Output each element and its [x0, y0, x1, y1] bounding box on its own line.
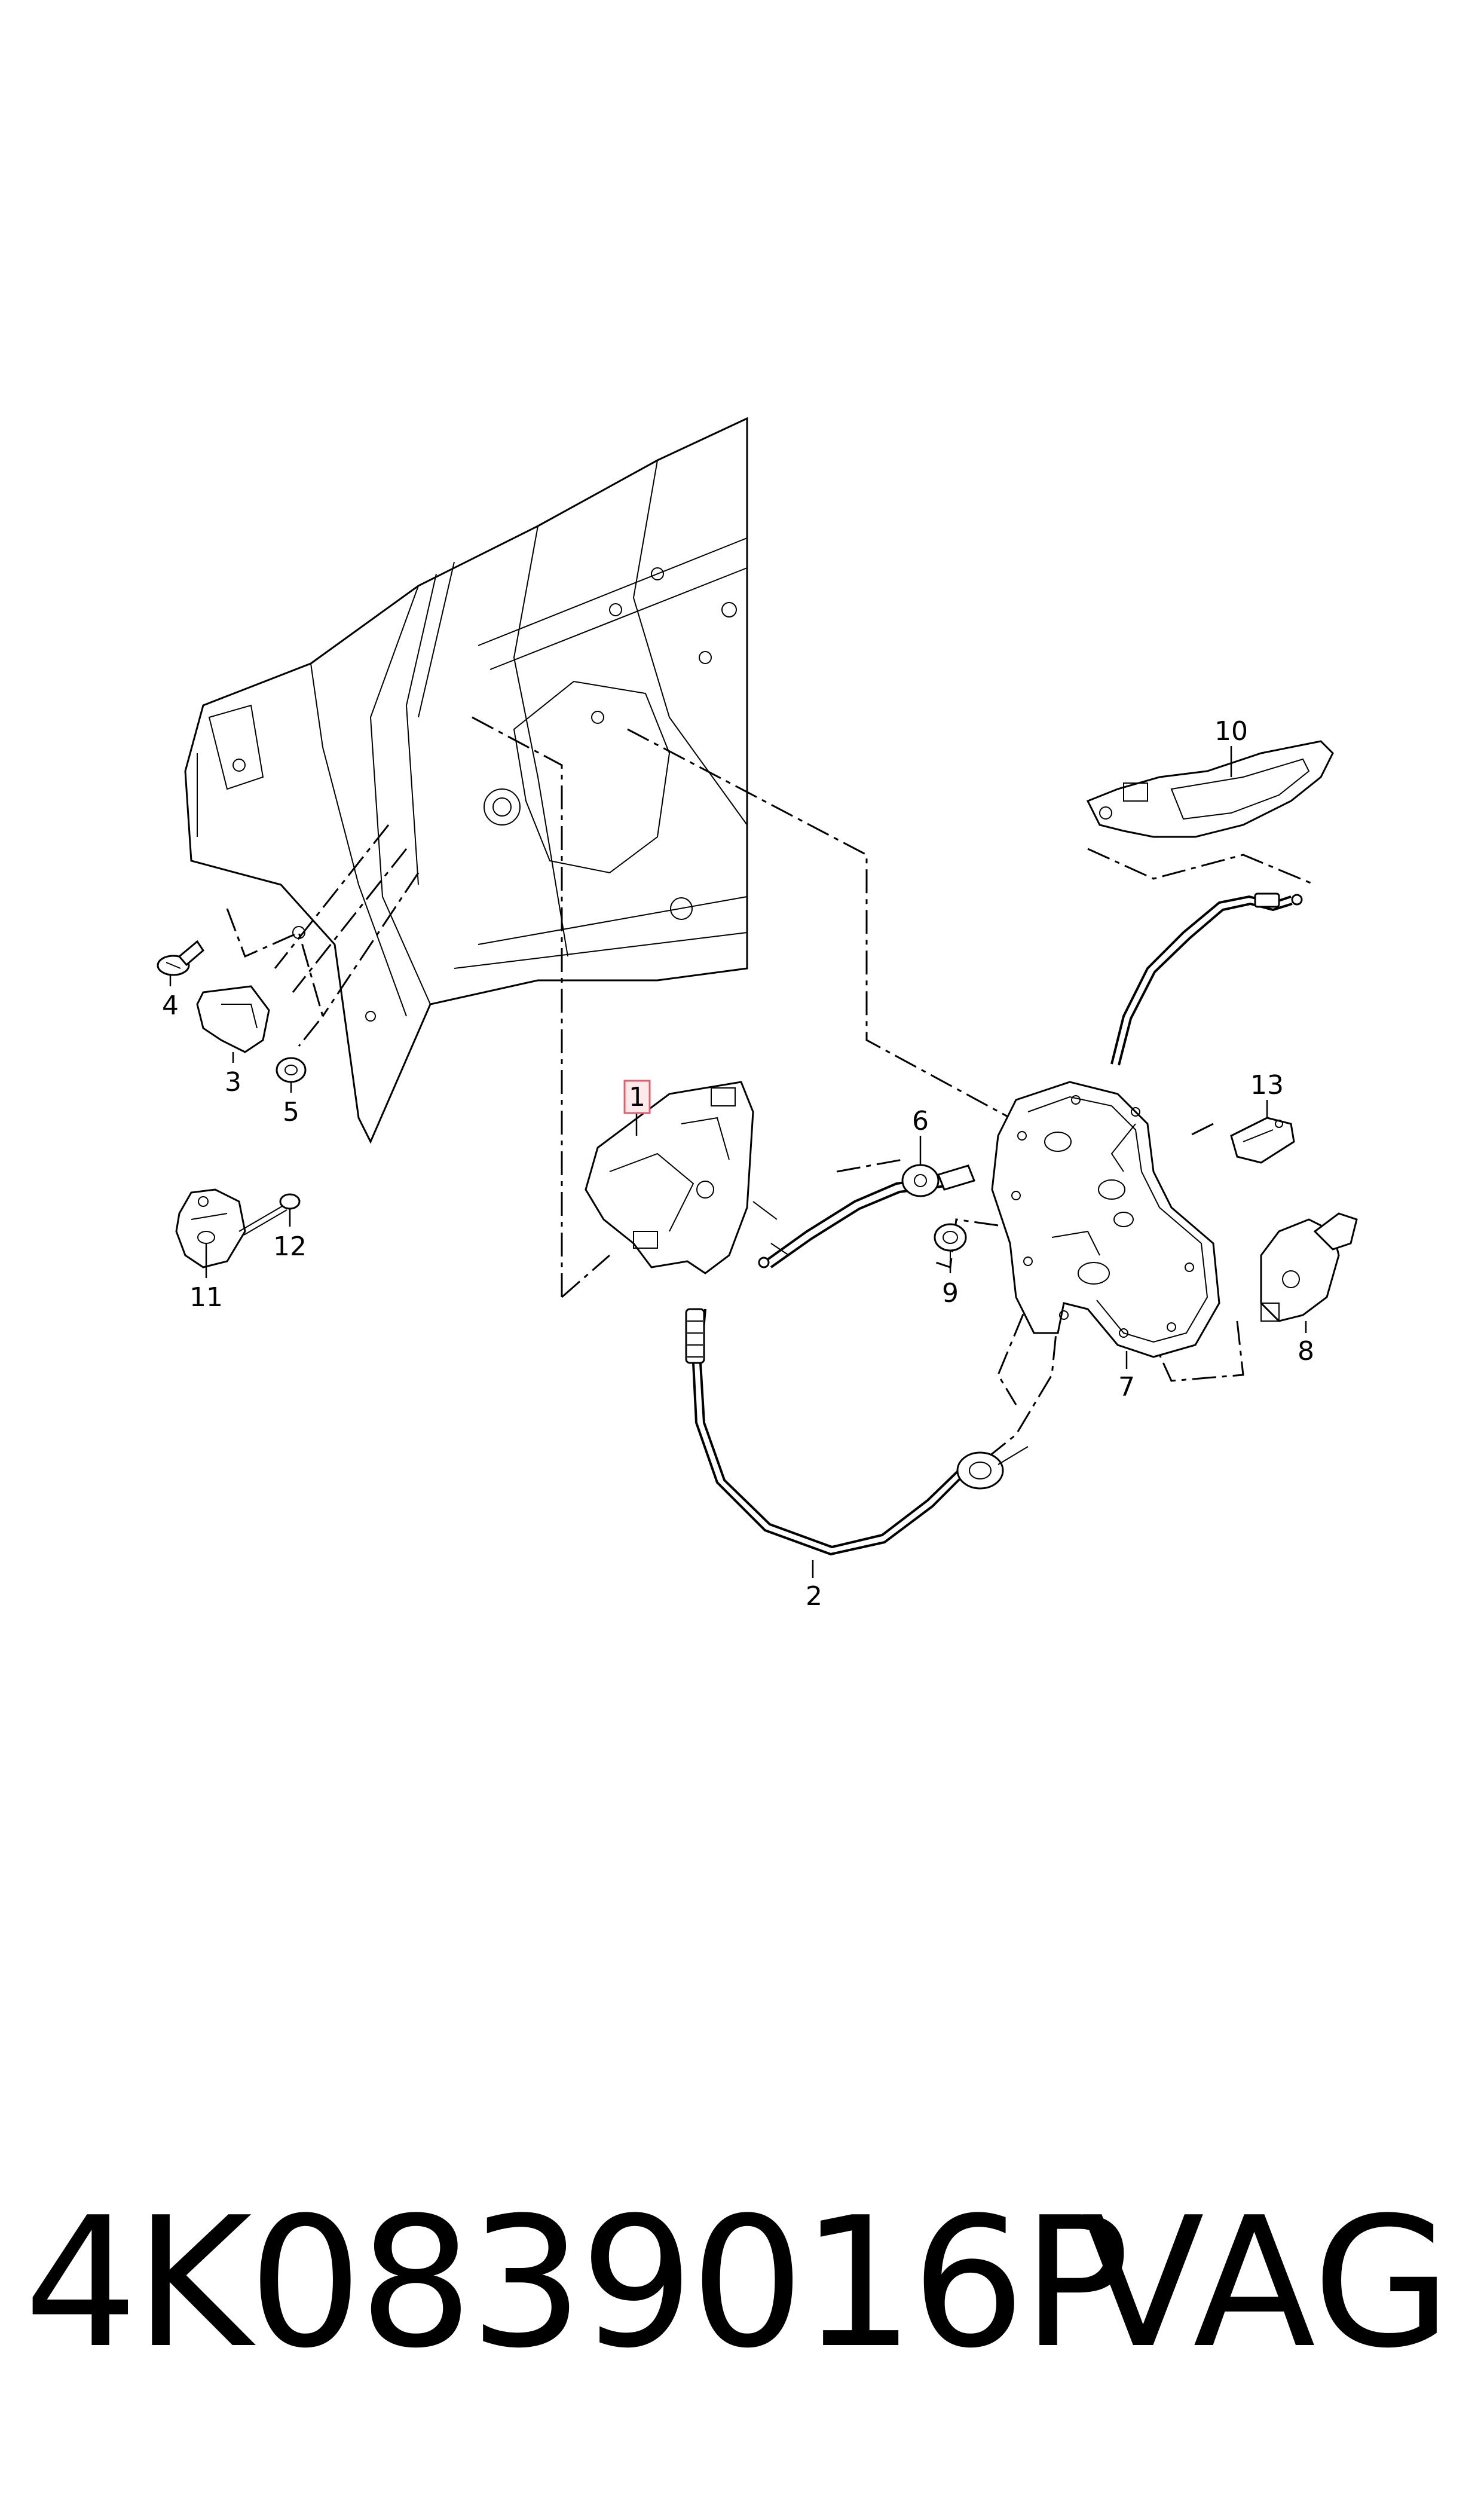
part-4-screw [157, 940, 204, 976]
callout-13: 13 [1250, 1070, 1284, 1100]
door-body-shell [184, 417, 748, 1144]
callout-4: 4 [162, 990, 179, 1021]
callout-3: 3 [225, 1067, 241, 1097]
callout-2: 2 [806, 1581, 822, 1612]
brand-label: VAG [1082, 2179, 1452, 2387]
part-3-bracket [196, 985, 270, 1053]
part-6-cable-end [758, 1164, 976, 1268]
callout-8: 8 [1298, 1336, 1314, 1366]
part-13-switch [1230, 1117, 1295, 1164]
part-11-striker-plate [175, 1188, 246, 1268]
callout-labels: 1 2 3 4 5 6 7 8 9 10 11 12 13 [162, 716, 1314, 1612]
callout-11: 11 [189, 1282, 223, 1313]
handle-cable [1110, 892, 1303, 1066]
callout-6: 6 [912, 1106, 929, 1136]
part-number: 4K0839016P [24, 2179, 1130, 2387]
callout-9: 9 [942, 1278, 959, 1309]
leader-lines [169, 746, 1307, 1578]
part-9-grommet [934, 1223, 967, 1261]
part-1-door-lock [585, 1081, 790, 1274]
callout-1-highlight-box [623, 1080, 651, 1114]
callout-1: 1 [629, 1082, 645, 1112]
part-10-inner-handle [1086, 740, 1334, 838]
part-2-cable [685, 1308, 1029, 1556]
part-8-actuator [1260, 1212, 1358, 1322]
exploded-parts-diagram: 1 2 3 4 5 6 7 8 9 10 11 12 13 [157, 417, 1358, 1612]
part-7-carrier-panel [991, 1081, 1220, 1358]
part-5-grommet [276, 1057, 307, 1083]
callout-10: 10 [1214, 716, 1248, 747]
callout-12: 12 [273, 1231, 307, 1262]
callout-5: 5 [283, 1097, 299, 1127]
callout-7: 7 [1118, 1372, 1135, 1402]
